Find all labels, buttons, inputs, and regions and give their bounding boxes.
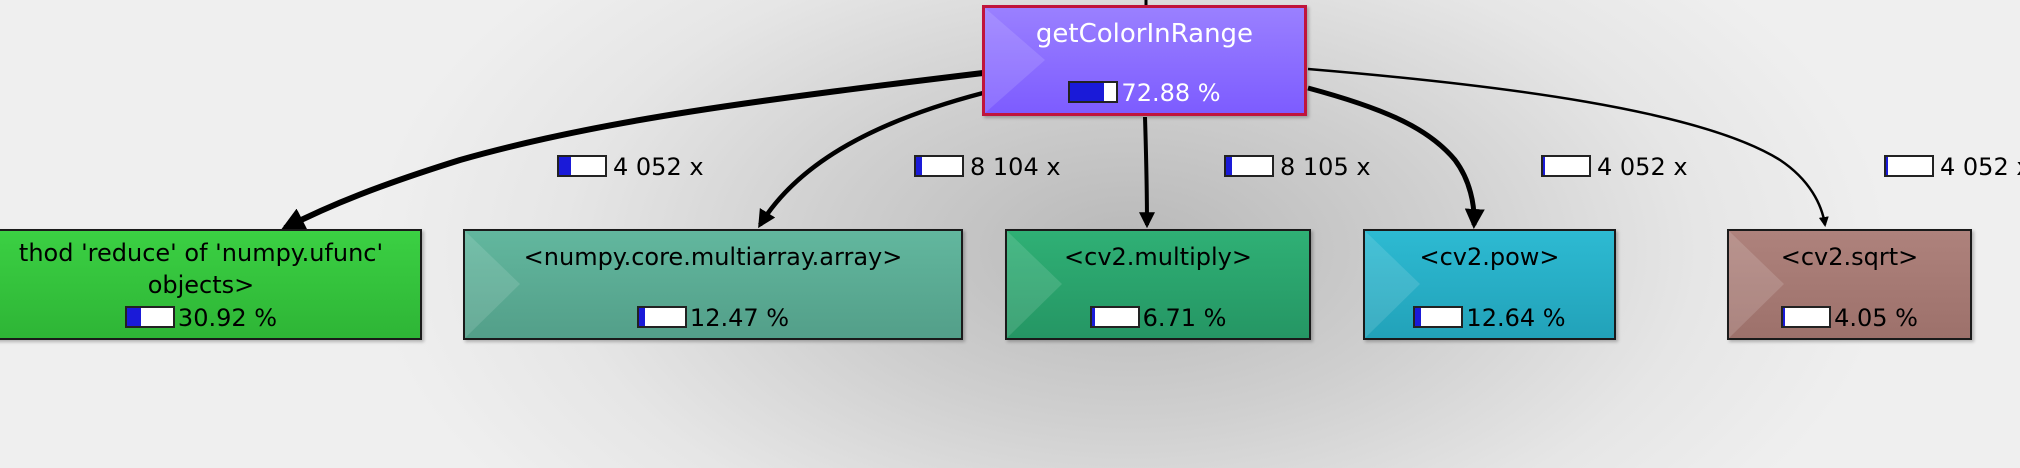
calls-bar bbox=[1224, 155, 1274, 177]
callee-cost: 30.92 % bbox=[0, 304, 420, 332]
cost-bar bbox=[1413, 306, 1464, 328]
callee-node-multiply[interactable]: <cv2.multiply> 6.71 % bbox=[1005, 229, 1311, 340]
chevron-decoration bbox=[1729, 231, 1784, 338]
call-count-multiply: 8 105 x bbox=[1224, 153, 1371, 181]
calls-bar-fill bbox=[1226, 157, 1232, 175]
calls-bar-fill bbox=[1886, 157, 1889, 175]
callee-cost-value: 12.64 % bbox=[1466, 304, 1566, 332]
callee-name: <cv2.pow> bbox=[1419, 243, 1560, 271]
chevron-decoration bbox=[1365, 231, 1420, 338]
callee-cost-value: 4.05 % bbox=[1834, 304, 1918, 332]
call-count-sqrt: 4 052 x bbox=[1884, 153, 2020, 181]
callee-node-array[interactable]: <numpy.core.multiarray.array> 12.47 % bbox=[463, 229, 963, 340]
callee-name-line1: thod 'reduce' of 'numpy.ufunc' bbox=[18, 239, 384, 267]
cost-bar bbox=[1068, 81, 1119, 103]
call-count-reduce: 4 052 x bbox=[557, 153, 704, 181]
cost-bar-fill bbox=[638, 308, 645, 326]
call-count-value: 8 104 x bbox=[970, 153, 1061, 181]
callee-cost-value: 30.92 % bbox=[177, 304, 278, 332]
callee-name: <numpy.core.multiarray.array> bbox=[523, 243, 903, 271]
calls-bar bbox=[1884, 155, 1934, 177]
cost-bar bbox=[1089, 306, 1140, 328]
call-count-value: 4 052 x bbox=[613, 153, 704, 181]
calls-bar bbox=[914, 155, 964, 177]
call-count-value: 8 105 x bbox=[1280, 153, 1371, 181]
calls-bar-fill bbox=[1543, 157, 1546, 175]
calls-bar-fill bbox=[559, 157, 571, 175]
caller-name: getColorInRange bbox=[1035, 19, 1254, 49]
callee-node-reduce[interactable]: thod 'reduce' of 'numpy.ufunc' objects> … bbox=[0, 229, 422, 340]
edge-to-sqrt[interactable] bbox=[1307, 67, 1829, 227]
edge-to-reduce[interactable] bbox=[280, 70, 984, 231]
calls-bar-fill bbox=[916, 157, 922, 175]
cost-bar-fill bbox=[1091, 308, 1095, 326]
callee-node-pow[interactable]: <cv2.pow> 12.64 % bbox=[1363, 229, 1616, 340]
cost-bar bbox=[124, 306, 175, 328]
cost-bar-fill bbox=[1415, 308, 1422, 326]
callee-cost-value: 6.71 % bbox=[1142, 304, 1227, 332]
calls-bar bbox=[557, 155, 607, 177]
callee-cost: 12.64 % bbox=[1365, 304, 1614, 332]
call-count-pow: 4 052 x bbox=[1541, 153, 1688, 181]
edge-to-multiply[interactable] bbox=[1138, 116, 1155, 229]
cost-bar-fill bbox=[1070, 83, 1104, 101]
callee-name-line2: objects> bbox=[147, 271, 255, 299]
caller-cost-value: 72.88 % bbox=[1121, 79, 1221, 107]
call-count-array: 8 104 x bbox=[914, 153, 1061, 181]
chevron-decoration bbox=[1007, 231, 1062, 338]
cost-bar bbox=[636, 306, 687, 328]
callee-cost: 4.05 % bbox=[1729, 304, 1970, 332]
callee-name: <cv2.multiply> bbox=[1064, 243, 1252, 271]
calls-bar bbox=[1541, 155, 1591, 177]
cost-bar bbox=[1781, 306, 1832, 328]
caller-node[interactable]: getColorInRange 72.88 % bbox=[982, 5, 1307, 116]
callee-cost-value: 12.47 % bbox=[689, 304, 790, 332]
call-count-value: 4 052 x bbox=[1940, 153, 2020, 181]
edge-to-array[interactable] bbox=[758, 90, 984, 229]
cost-bar-fill bbox=[126, 308, 142, 326]
callee-name: thod 'reduce' of 'numpy.ufunc' objects> bbox=[0, 237, 420, 301]
cost-bar-fill bbox=[1783, 308, 1785, 326]
callee-node-sqrt[interactable]: <cv2.sqrt> 4.05 % bbox=[1727, 229, 1972, 340]
chevron-decoration bbox=[465, 231, 520, 338]
chevron-decoration bbox=[985, 8, 1045, 113]
callee-cost: 12.47 % bbox=[465, 304, 961, 332]
call-count-value: 4 052 x bbox=[1597, 153, 1688, 181]
caller-cost: 72.88 % bbox=[985, 79, 1304, 107]
callee-cost: 6.71 % bbox=[1007, 304, 1309, 332]
callee-name: <cv2.sqrt> bbox=[1780, 243, 1919, 271]
edge-to-pow[interactable] bbox=[1307, 85, 1485, 229]
